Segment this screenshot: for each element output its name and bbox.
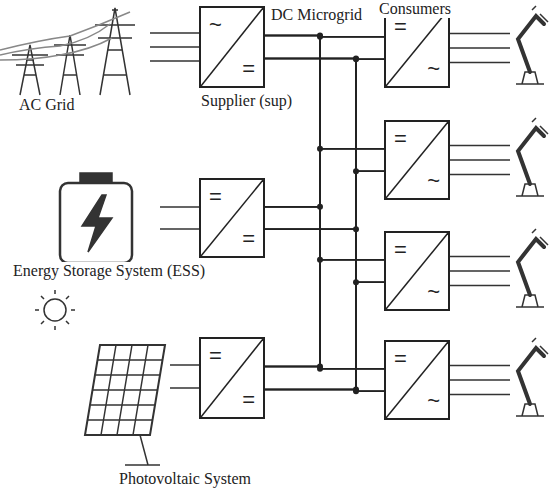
sun-icon: [35, 290, 75, 330]
bus-connector: [265, 207, 384, 391]
bus-connector: [265, 36, 384, 392]
junction-dot: [317, 34, 323, 40]
junction-dot: [353, 279, 359, 285]
pv-panel-icon: [85, 345, 165, 465]
robot-arms: [450, 6, 548, 416]
junction-dot: [353, 168, 359, 174]
converter-symbol: ~: [427, 390, 440, 412]
input-wires: [150, 33, 199, 388]
diagram-label: Consumers: [378, 0, 452, 18]
diagram-label: Supplier (sup): [200, 92, 293, 110]
converter-symbol: =: [209, 345, 222, 367]
diagram-label: Energy Storage System (ESS): [12, 262, 206, 280]
bus-connector: [265, 36, 384, 283]
converter-symbol: =: [209, 186, 222, 208]
converter-symbol: ~: [209, 14, 222, 36]
bus-connector: [265, 36, 384, 60]
storage-converter: ==: [199, 178, 265, 258]
junction-dot: [353, 55, 359, 61]
battery-icon: [60, 173, 132, 263]
diagram-label: AC Grid: [18, 96, 76, 114]
pv-converter: ==: [199, 337, 265, 419]
converter-symbol: =: [242, 389, 255, 411]
diagram-label: Photovoltaic System: [118, 470, 252, 488]
converter-symbol: =: [394, 128, 407, 150]
consumer-converter: =~: [384, 340, 450, 420]
supplier-converter: ~=: [199, 6, 265, 88]
converter-symbol: =: [394, 16, 407, 38]
bus-connector: [265, 207, 384, 282]
converter-symbol: ~: [427, 170, 440, 192]
pylon-icon: [0, 8, 135, 95]
converter-symbol: =: [394, 348, 407, 370]
junction-dot: [353, 386, 359, 392]
junction-dot: [353, 226, 359, 232]
consumer-converter: =~: [384, 231, 450, 311]
diagram-label: DC Microgrid: [270, 6, 363, 24]
converter-symbol: ~: [427, 58, 440, 80]
bus-connector: [265, 149, 384, 390]
junction-dot: [317, 204, 323, 210]
converter-symbol: ~: [427, 281, 440, 303]
junction-dot: [353, 56, 359, 62]
bus-connector: [265, 37, 384, 390]
converter-symbol: =: [394, 239, 407, 261]
bus-connector: [265, 149, 384, 229]
bus-connector: [265, 367, 384, 392]
junction-dot: [317, 257, 323, 263]
converter-symbol: =: [242, 58, 255, 80]
converter-symbol: =: [242, 228, 255, 250]
junction-dot: [317, 364, 323, 370]
bus-connector: [265, 37, 384, 229]
consumer-converter: =~: [384, 120, 450, 200]
bus-connector: [265, 260, 384, 390]
consumer-converter: =~: [384, 8, 450, 88]
junction-dot: [317, 146, 323, 152]
